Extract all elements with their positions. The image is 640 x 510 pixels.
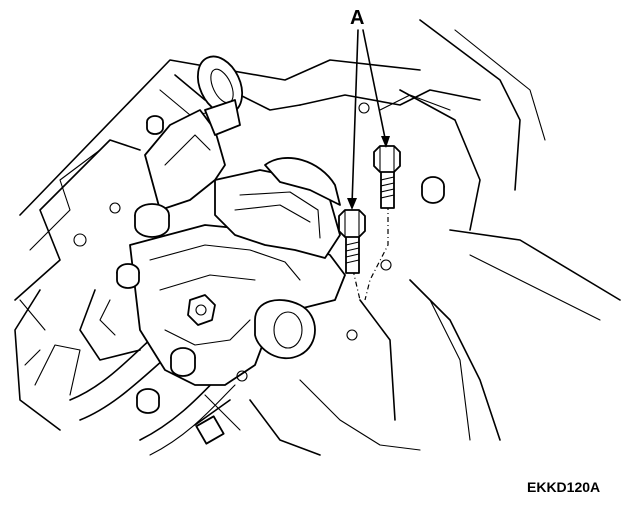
bolt-hole-1	[109, 202, 121, 214]
callout-label-a: A	[350, 7, 364, 29]
bolt-hole-2	[73, 233, 87, 247]
arrow-upper	[381, 136, 390, 148]
bolt-hole-4	[380, 259, 392, 271]
bolt-head-bottom-left	[136, 388, 160, 414]
bolt-hole-3	[236, 370, 248, 382]
bolt-head-lower	[170, 347, 196, 377]
callout-bolts-a	[338, 29, 401, 301]
bracket-bolts	[73, 102, 445, 414]
figure-code: EKKD120A	[527, 479, 600, 495]
bolt-head-left	[116, 263, 140, 289]
arrow-lower	[347, 198, 357, 210]
bolt-a-lower	[338, 209, 366, 274]
bolt-hole-5	[346, 329, 358, 341]
bolt-head-small-top	[146, 115, 164, 135]
nut-right	[421, 176, 445, 204]
bolt-hole-6	[358, 102, 370, 114]
bolt-head-upper-left	[134, 203, 170, 238]
bolt-a-upper	[373, 145, 401, 209]
side-frame	[249, 19, 621, 456]
transmission-mount	[129, 55, 346, 386]
